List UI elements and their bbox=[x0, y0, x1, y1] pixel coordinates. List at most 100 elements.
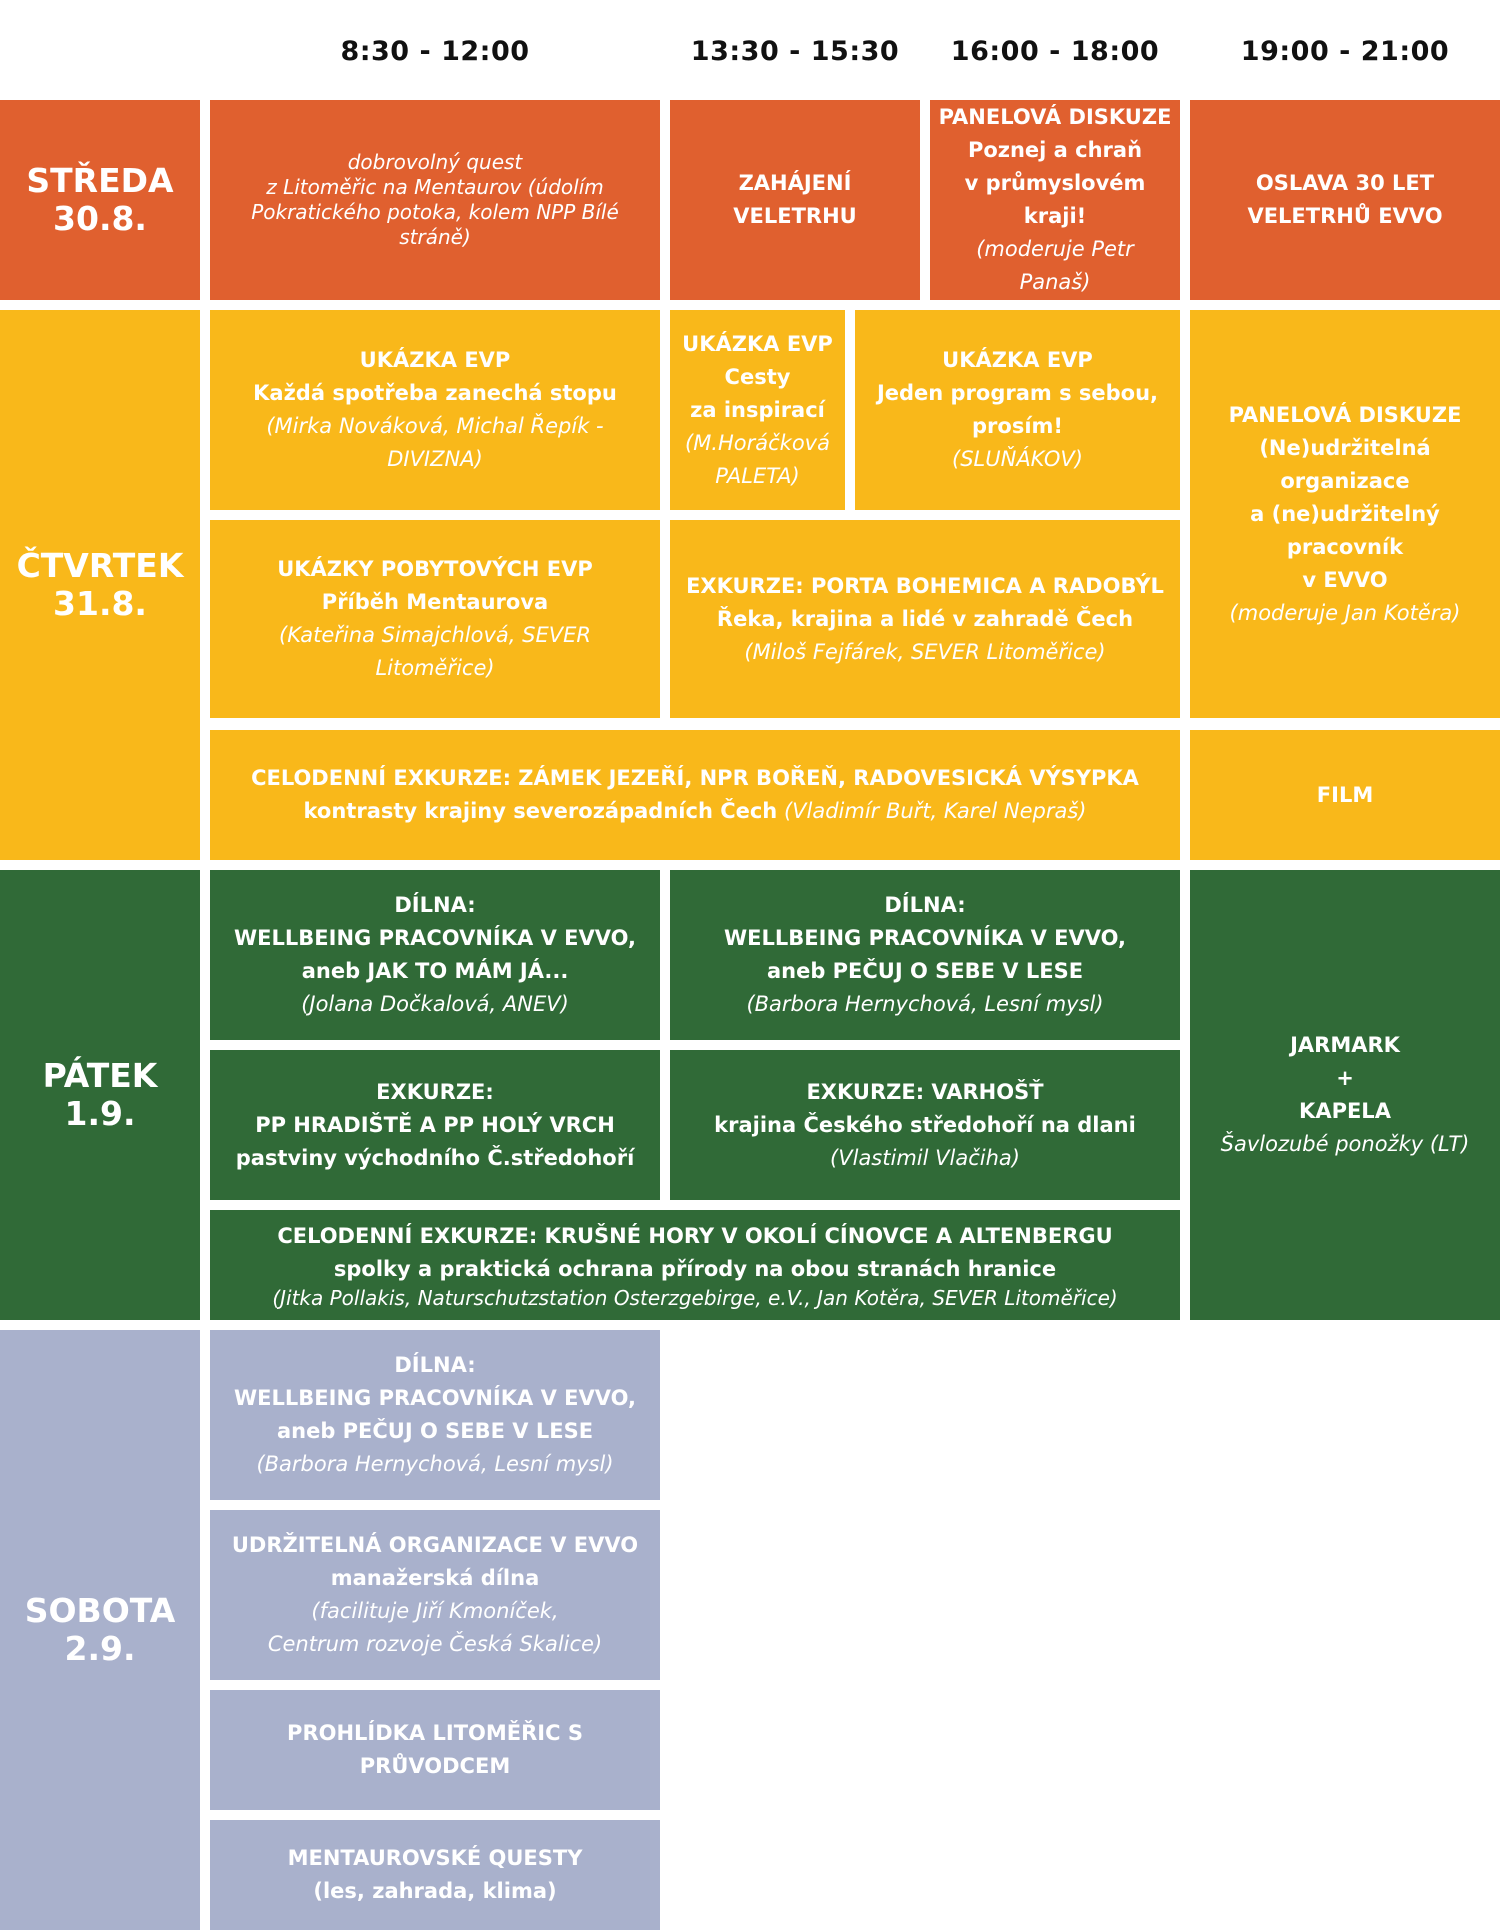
event-name: manažerská dílna bbox=[330, 1566, 540, 1590]
event-sustainable-organization: UDRŽITELNÁ ORGANIZACE V EVVO manažerská … bbox=[210, 1510, 660, 1680]
event-line: VELETRHŮ EVVO bbox=[1247, 204, 1443, 228]
event-workshop-wellbeing-saturday: DÍLNA: WELLBEING PRACOVNÍKA V EVVO, aneb… bbox=[210, 1330, 660, 1500]
event-line: JARMARK bbox=[1290, 1033, 1400, 1057]
event-people: (Kateřina Simajchlová, SEVER Litoměřice) bbox=[279, 623, 591, 680]
event-title: CELODENNÍ EXKURZE: ZÁMEK JEZEŘÍ, NPR BOŘ… bbox=[251, 766, 1139, 790]
event-title: ZAHÁJENÍ VELETRHU bbox=[733, 171, 857, 228]
event-title: UKÁZKA EVP bbox=[682, 331, 833, 356]
event-people: PALETA) bbox=[715, 463, 800, 488]
event-workshop-wellbeing-me: DÍLNA: WELLBEING PRACOVNÍKA V EVVO, aneb… bbox=[210, 870, 660, 1040]
day-name: ČTVRTEK bbox=[16, 546, 184, 585]
event-allday-excursion-thursday: CELODENNÍ EXKURZE: ZÁMEK JEZEŘÍ, NPR BOŘ… bbox=[210, 730, 1180, 860]
event-line: Poznej a chraň bbox=[967, 138, 1143, 162]
event-title: PANELOVÁ DISKUZE bbox=[1228, 402, 1462, 427]
event-line: OSLAVA 30 LET bbox=[1255, 171, 1435, 195]
event-subtitle: kontrasty krajiny severozápadních Čech (… bbox=[304, 795, 1087, 828]
event-people: (Jitka Pollakis, Naturschutzstation Oste… bbox=[272, 1285, 1118, 1310]
event-name: Řeka, krajina a lidé v zahradě Čech bbox=[716, 606, 1134, 631]
event-excursion-porta-bohemica: EXKURZE: PORTA BOHEMICA A RADOBÝL Řeka, … bbox=[670, 520, 1180, 718]
day-label-saturday: SOBOTA 2.9. bbox=[0, 1330, 200, 1930]
event-title: UKÁZKA EVP bbox=[942, 348, 1093, 372]
time-header-late-afternoon: 16:00 - 18:00 bbox=[950, 35, 1160, 67]
event-people: (M.Horáčková bbox=[685, 430, 830, 455]
event-title: UDRŽITELNÁ ORGANIZACE V EVVO bbox=[231, 1533, 639, 1557]
event-line: aneb PEČUJ O SEBE V LESE bbox=[276, 1419, 594, 1443]
event-anniversary-celebration: OSLAVA 30 LET VELETRHŮ EVVO bbox=[1190, 100, 1500, 300]
event-line: prosím! bbox=[972, 414, 1063, 438]
event-title: EXKURZE: bbox=[376, 1079, 494, 1104]
event-people: (SLUŇÁKOV) bbox=[952, 447, 1083, 471]
day-label-friday: PÁTEK 1.9. bbox=[0, 870, 200, 1320]
event-title: FILM bbox=[1316, 782, 1374, 807]
event-line: pastviny východního Č.středohoří bbox=[235, 1145, 635, 1170]
time-header-morning: 8:30 - 12:00 bbox=[340, 35, 530, 67]
event-workshop-wellbeing-forest: DÍLNA: WELLBEING PRACOVNÍKA V EVVO, aneb… bbox=[670, 870, 1180, 1040]
event-title: PANELOVÁ DISKUZE bbox=[938, 105, 1172, 129]
event-line: aneb PEČUJ O SEBE V LESE bbox=[766, 959, 1084, 983]
event-title: EXKURZE: VARHOŠŤ bbox=[806, 1079, 1044, 1104]
event-title: UKÁZKY POBYTOVÝCH EVP bbox=[277, 557, 593, 581]
event-name: spolky a praktická ochrana přírody na ob… bbox=[333, 1256, 1057, 1281]
event-line: (les, zahrada, klima) bbox=[313, 1879, 557, 1903]
event-line: v průmyslovém kraji! bbox=[964, 171, 1146, 228]
event-people: (Vlastimil Vlačiha) bbox=[830, 1145, 1020, 1170]
event-stay-evp-demo: UKÁZKY POBYTOVÝCH EVP Příběh Mentaurova … bbox=[210, 520, 660, 718]
event-people: (Vladimír Buřt, Karel Nepraš) bbox=[777, 799, 1087, 823]
event-people: (Miloš Fejfárek, SEVER Litoměřice) bbox=[744, 639, 1106, 664]
event-line: Jeden program s sebou, bbox=[876, 381, 1159, 405]
day-label-wednesday: STŘEDA 30.8. bbox=[0, 100, 200, 300]
event-mentaurov-quests: MENTAUROVSKÉ QUESTY (les, zahrada, klima… bbox=[210, 1820, 660, 1930]
day-date: 30.8. bbox=[53, 199, 147, 238]
event-people: (facilituje Jiří Kmoníček, bbox=[311, 1599, 559, 1623]
event-film: FILM bbox=[1190, 730, 1500, 860]
event-title: EXKURZE: PORTA BOHEMICA A RADOBÝL bbox=[686, 573, 1164, 598]
event-line: WELLBEING PRACOVNÍKA V EVVO, bbox=[234, 926, 636, 950]
event-line: Cesty bbox=[724, 364, 791, 389]
event-excursion-varhost: EXKURZE: VARHOŠŤ krajina Českého středoh… bbox=[670, 1050, 1180, 1200]
time-header-early-afternoon: 13:30 - 15:30 bbox=[690, 35, 900, 67]
event-panel-discussion-wednesday: PANELOVÁ DISKUZE Poznej a chraň v průmys… bbox=[930, 100, 1180, 300]
event-line: WELLBEING PRACOVNÍKA V EVVO, bbox=[724, 926, 1126, 950]
event-evp-demo-take-away: UKÁZKA EVP Jeden program s sebou, prosím… bbox=[855, 310, 1180, 510]
event-moderator: (moderuje Petr Panaš) bbox=[976, 237, 1134, 294]
event-fair-and-band: JARMARK + KAPELA Šavlozubé ponožky (LT) bbox=[1190, 870, 1500, 1320]
event-people: (Jolana Dočkalová, ANEV) bbox=[301, 992, 569, 1016]
event-excursion-hradiste: EXKURZE: PP HRADIŠTĚ A PP HOLÝ VRCH past… bbox=[210, 1050, 660, 1200]
event-line: v EVVO bbox=[1302, 567, 1388, 592]
day-name: SOBOTA bbox=[24, 1591, 176, 1630]
event-name: krajina Českého středohoří na dlani bbox=[714, 1112, 1136, 1137]
event-title: UKÁZKA EVP bbox=[359, 348, 511, 372]
event-line: za inspirací bbox=[690, 397, 825, 422]
time-header-evening: 19:00 - 21:00 bbox=[1240, 35, 1450, 67]
day-name: PÁTEK bbox=[42, 1056, 158, 1095]
event-title: DÍLNA: bbox=[394, 1353, 476, 1377]
day-name: STŘEDA bbox=[26, 161, 174, 200]
day-label-thursday: ČTVRTEK 31.8. bbox=[0, 310, 200, 860]
event-line: aneb JAK TO MÁM JÁ... bbox=[301, 959, 569, 983]
event-voluntary-quest: dobrovolný quest z Litoměřic na Mentauro… bbox=[210, 100, 660, 300]
event-band: Šavlozubé ponožky (LT) bbox=[1220, 1132, 1470, 1156]
event-line: z Litoměřic na Mentaurov (údolím bbox=[266, 175, 604, 199]
event-line: dobrovolný quest bbox=[347, 150, 523, 174]
event-name: Příběh Mentaurova bbox=[321, 590, 549, 614]
day-date: 31.8. bbox=[53, 584, 147, 623]
event-line: WELLBEING PRACOVNÍKA V EVVO, bbox=[234, 1386, 636, 1410]
event-allday-excursion-friday: CELODENNÍ EXKURZE: KRUŠNÉ HORY V OKOLÍ C… bbox=[210, 1210, 1180, 1320]
event-title: CELODENNÍ EXKURZE: KRUŠNÉ HORY V OKOLÍ C… bbox=[277, 1223, 1113, 1248]
event-people: Centrum rozvoje Česká Skalice) bbox=[267, 1632, 603, 1656]
day-date: 2.9. bbox=[64, 1629, 136, 1668]
event-title: PROHLÍDKA LITOMĚŘIC S PRŮVODCEM bbox=[287, 1721, 583, 1778]
event-line: Pokratického potoka, kolem NPP Bílé bbox=[251, 200, 619, 224]
event-fair-opening: ZAHÁJENÍ VELETRHU bbox=[670, 100, 920, 300]
event-litomerice-tour: PROHLÍDKA LITOMĚŘIC S PRŮVODCEM bbox=[210, 1690, 660, 1810]
event-line: stráně) bbox=[399, 225, 471, 249]
event-title: DÍLNA: bbox=[884, 893, 966, 917]
event-evp-demo-footprint: UKÁZKA EVP Každá spotřeba zanechá stopu … bbox=[210, 310, 660, 510]
event-line: PP HRADIŠTĚ A PP HOLÝ VRCH bbox=[255, 1112, 615, 1137]
event-panel-discussion-thursday: PANELOVÁ DISKUZE (Ne)udržitelná organiza… bbox=[1190, 310, 1500, 718]
event-name: kontrasty krajiny severozápadních Čech bbox=[303, 799, 778, 823]
event-people: (Barbora Hernychová, Lesní mysl) bbox=[746, 992, 1104, 1016]
event-line: a (ne)udržitelný pracovník bbox=[1250, 501, 1440, 559]
event-title: DÍLNA: bbox=[394, 893, 476, 917]
event-people: (Mirka Nováková, Michal Řepík - DIVIZNA) bbox=[266, 414, 604, 471]
